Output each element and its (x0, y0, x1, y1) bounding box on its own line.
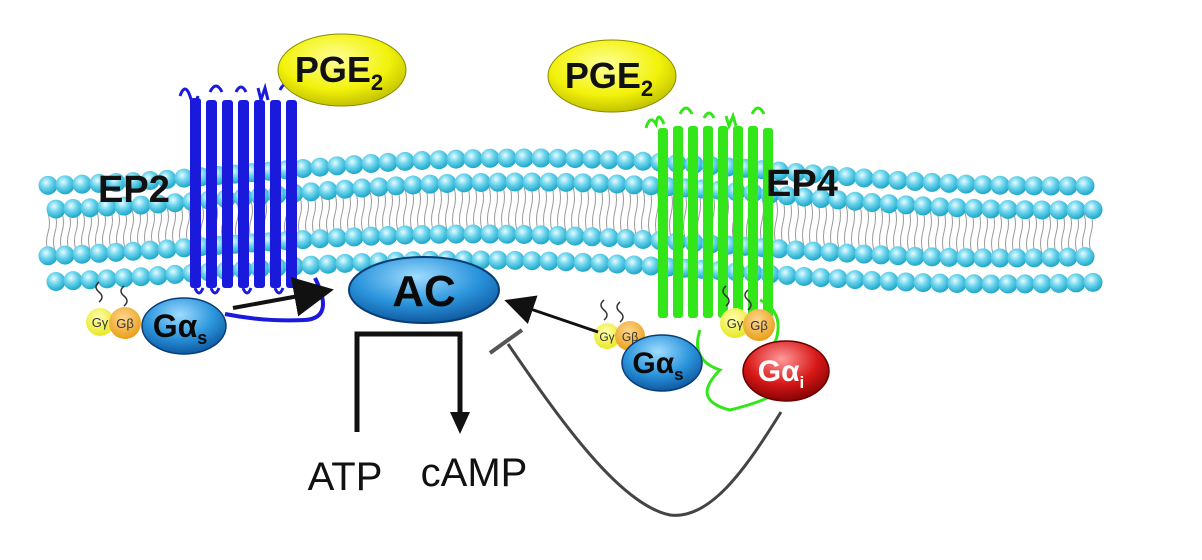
g-beta-label: Gβ (622, 330, 638, 344)
ep2-helices (190, 98, 297, 295)
g-gamma-label: Gγ (727, 316, 744, 331)
atp-label: ATP (308, 455, 383, 499)
arrow-icon (450, 412, 470, 434)
g-alpha-i-subunit (742, 340, 830, 402)
svg-text:Gαi: Gαi (758, 355, 805, 392)
ep4-helices (658, 126, 773, 318)
pge2-subscript: 2 (371, 70, 383, 95)
arrow-icon (504, 295, 599, 334)
g-beta-subunit (743, 309, 775, 341)
svg-text:PGE2: PGE2 (295, 49, 383, 95)
inhibition-curve (506, 343, 783, 517)
g-protein-right-s: Gγ Gβ Gαs (594, 299, 703, 392)
ep2-label: EP2 (98, 169, 170, 211)
arrow-icon (232, 277, 334, 317)
g-gamma-subunit (86, 308, 114, 336)
ep4-label: EP4 (766, 163, 838, 205)
g-gamma-label: Gγ (599, 330, 614, 344)
g-alpha-label: Gα (758, 355, 800, 388)
g-alpha-subscript: i (800, 373, 805, 392)
svg-text:Gαs: Gαs (153, 308, 208, 348)
pge2-label: PGE (295, 49, 371, 90)
g-beta-subunit (109, 307, 141, 339)
g-alpha-s-subunit (621, 334, 703, 392)
camp-label: cAMP (421, 451, 528, 495)
g-gamma-subunit (720, 308, 750, 338)
g-beta-label: Gβ (750, 318, 768, 333)
g-alpha-subscript: s (197, 328, 207, 348)
g-protein-left: Gγ Gβ Gαs (86, 281, 227, 355)
conversion-path (354, 331, 463, 432)
g-gamma-label: Gγ (92, 315, 109, 330)
inhibition-tbar-icon (488, 328, 524, 355)
g-alpha-label: Gα (153, 308, 198, 344)
pge2-ligand-right: PGE2 (547, 39, 677, 113)
g-alpha-subscript: s (674, 365, 683, 384)
pge2-ligand-left: PGE2 (277, 33, 407, 107)
svg-text:Gαs: Gαs (632, 347, 683, 384)
pge2-subscript: 2 (641, 76, 653, 101)
g-gamma-subunit (594, 323, 620, 349)
ac-label: AC (392, 267, 456, 316)
svg-text:PGE2: PGE2 (565, 55, 653, 101)
g-beta-label: Gβ (116, 316, 134, 331)
pge2-label: PGE (565, 55, 641, 96)
g-alpha-s-subunit (141, 297, 227, 355)
g-protein-right-i: Gγ Gβ Gαi (720, 285, 830, 402)
adenylyl-cyclase: AC (348, 256, 500, 324)
g-alpha-label: Gα (632, 347, 674, 380)
